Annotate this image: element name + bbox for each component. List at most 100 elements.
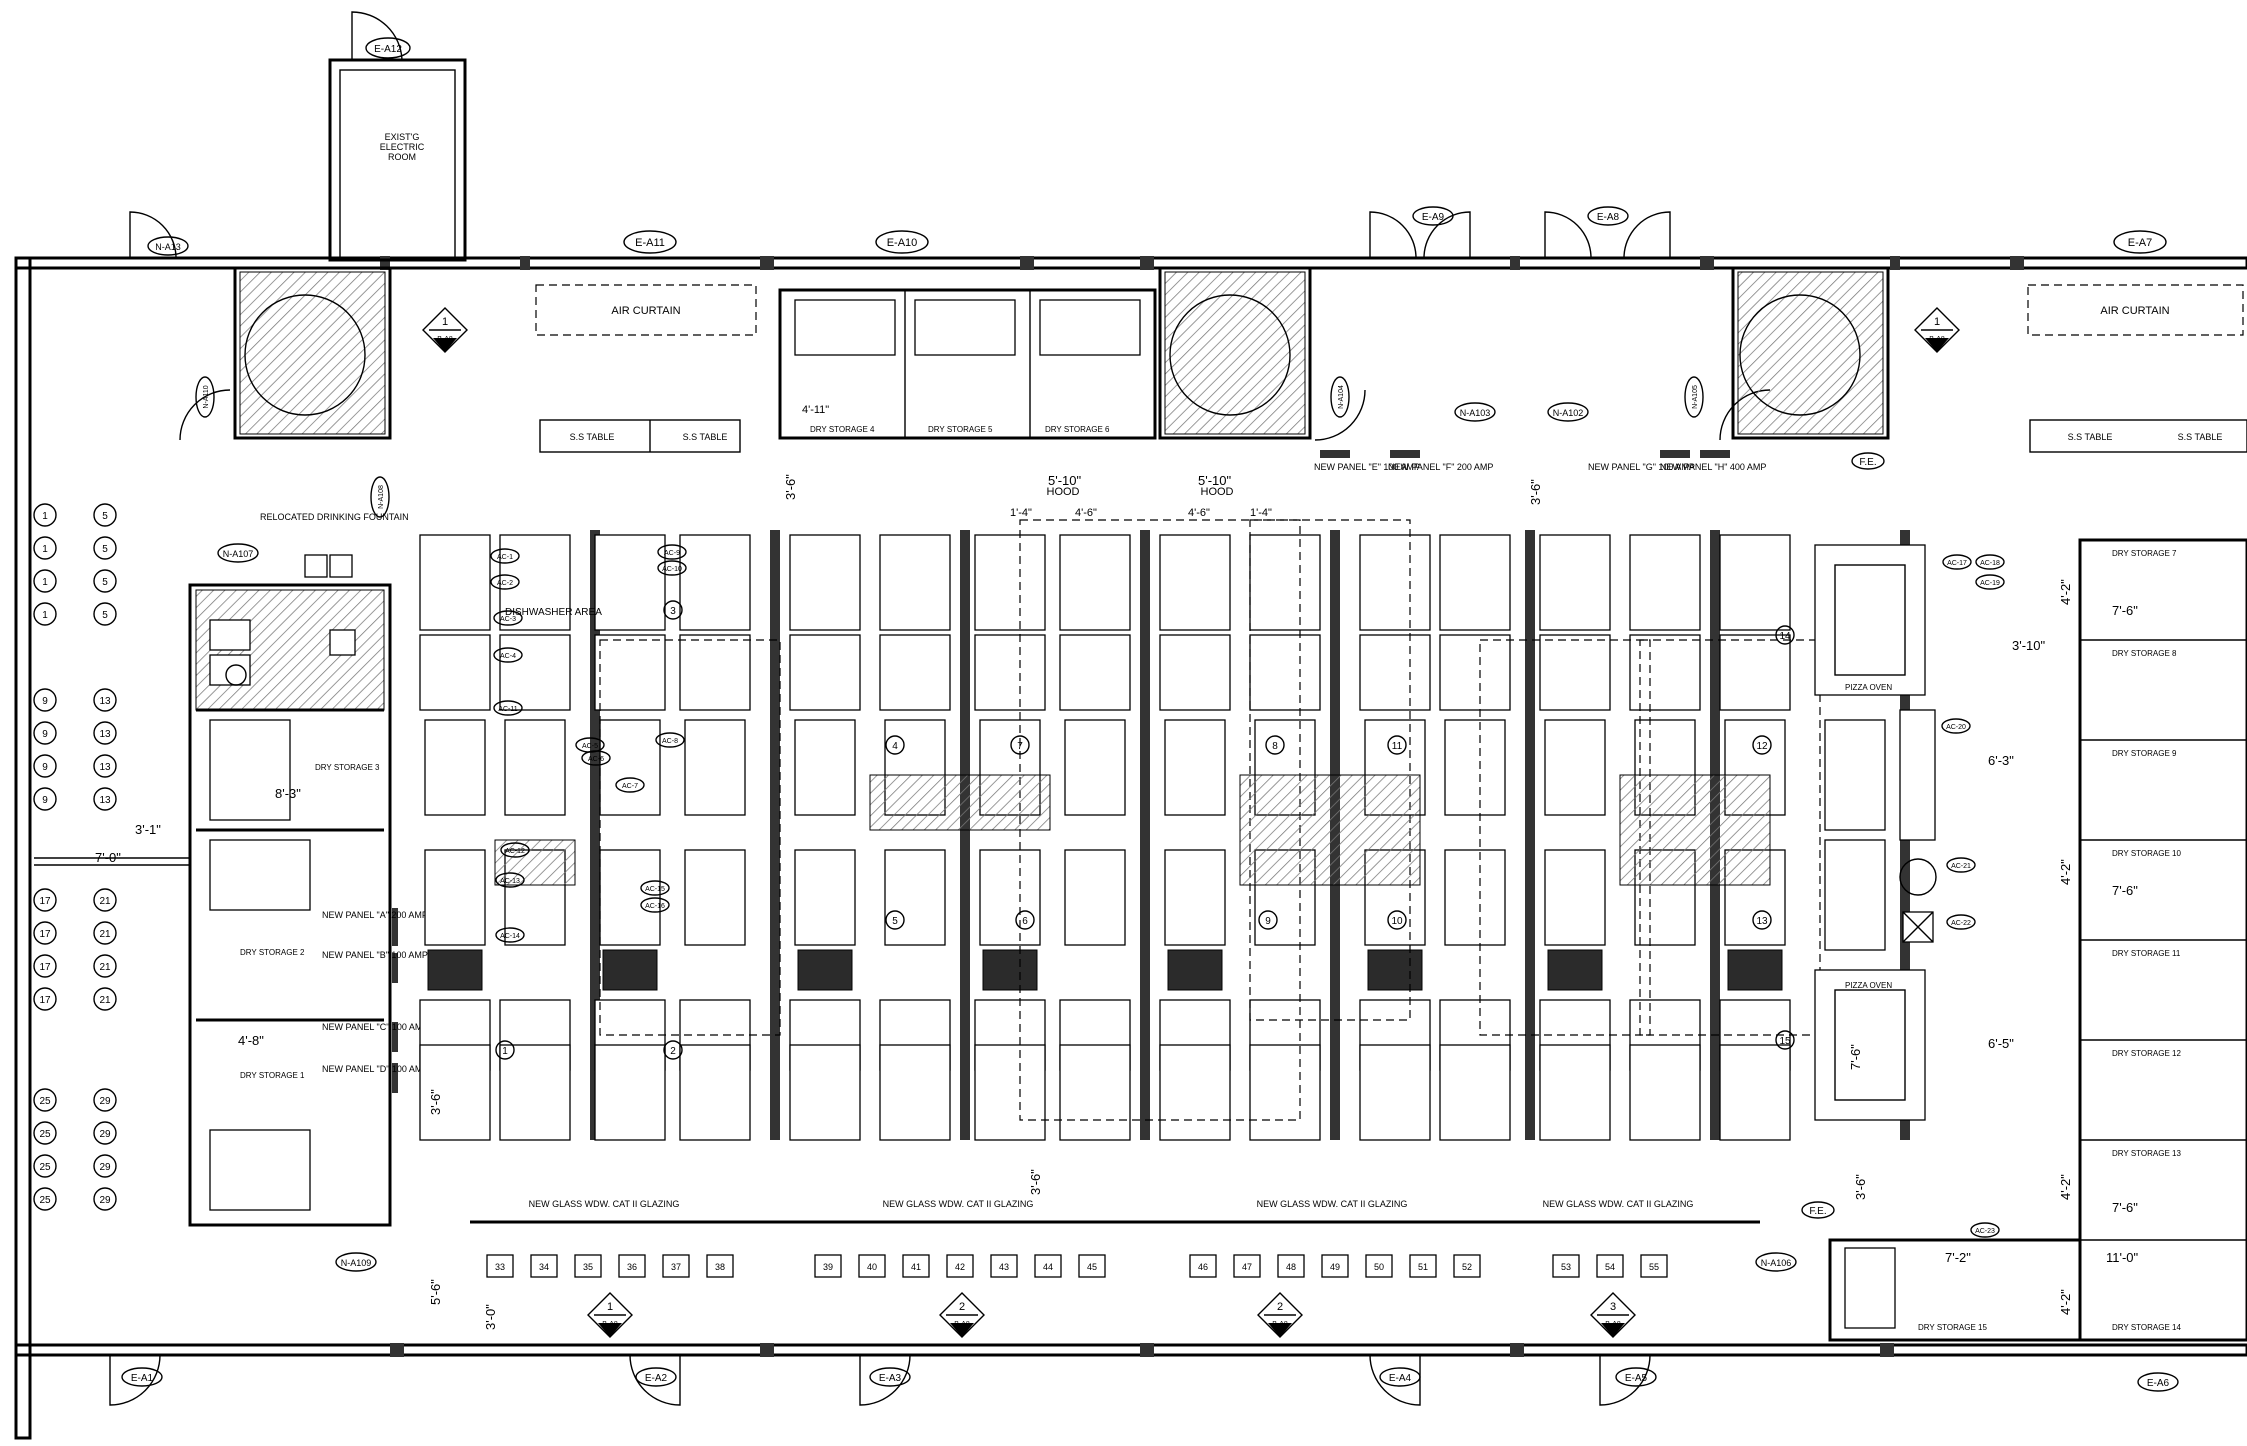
station-number: [885, 910, 905, 930]
locker-number: [93, 921, 117, 945]
locker-number: [93, 688, 117, 712]
locker-number-label: 21: [99, 896, 111, 907]
equipment-tag: [657, 544, 687, 560]
door-tag-e-a8: E-A8: [1597, 212, 1620, 223]
dim-3-1: 3'-1": [135, 822, 161, 837]
locker-number-label: 1: [42, 610, 48, 621]
locker-number: [33, 503, 57, 527]
dim-3-6-d: 3'-6": [1028, 1169, 1043, 1195]
station-number-label: 6: [1022, 916, 1028, 927]
station-number-label: 9: [1265, 916, 1271, 927]
station-number: [1387, 910, 1407, 930]
locker-number: [33, 1121, 57, 1145]
section-marker-number: 2: [959, 1301, 965, 1313]
station-number-label: 2: [670, 1046, 676, 1057]
locker-number: [93, 1154, 117, 1178]
equipment-tag: [1946, 857, 1976, 873]
equipment-tag: [1975, 554, 2005, 570]
section-marker: [1914, 307, 1960, 353]
dim-4-6-a: 4'-6": [1075, 507, 1097, 519]
refrigerator: [1629, 534, 1701, 631]
seat: [990, 1254, 1018, 1278]
equipment-tag-label: AC-18: [1980, 560, 2000, 567]
door-tag-e-a7: E-A7: [2128, 237, 2152, 249]
prep-table: [1719, 634, 1791, 711]
locker-number-label: 5: [102, 544, 108, 555]
equipment-tag-label: AC-20: [1946, 724, 1966, 731]
range: [1164, 849, 1226, 946]
station-number: [1752, 910, 1772, 930]
seat: [1189, 1254, 1217, 1278]
dim-3-0: 3'-0": [483, 1304, 498, 1330]
locker-number-label: 5: [102, 511, 108, 522]
section-marker-number: 2: [1277, 1301, 1283, 1313]
section-marker-sheet: B-A8: [954, 1321, 970, 1328]
station-number-label: 1: [502, 1046, 508, 1057]
refrigerator: [1539, 1044, 1611, 1141]
door-tag-e-a5: E-A5: [1625, 1373, 1648, 1384]
panel-a: NEW PANEL "A" 200 AMP: [322, 910, 428, 920]
prep-table: [1629, 634, 1701, 711]
griddle: [797, 949, 853, 991]
column: [1525, 530, 1535, 1140]
door-tag-n-a104: N-A104: [1338, 385, 1345, 409]
locker-number-label: 25: [39, 1096, 51, 1107]
section-marker-number: 1: [442, 316, 448, 328]
refrigerator: [1439, 534, 1511, 631]
station-number-label: 7: [1017, 741, 1023, 752]
prep-table: [1059, 634, 1131, 711]
electrical-panels: NEW PANEL "A" 200 AMP NEW PANEL "B" 100 …: [322, 450, 1766, 1093]
seat: [706, 1254, 734, 1278]
section-marker-sheet: B-A8: [602, 1321, 618, 1328]
section-marker-number: 1: [1934, 316, 1940, 328]
door-tag-n-a108: N-A108: [378, 485, 385, 509]
dim-7-6-c: 7'-6": [2112, 1200, 2138, 1215]
equipment-tag: [495, 927, 525, 943]
seat: [530, 1254, 558, 1278]
panel-b: NEW PANEL "B" 100 AMP: [322, 950, 428, 960]
prep-table: [1359, 634, 1431, 711]
panel-g: NEW PANEL "G" 100 AMP: [1588, 462, 1695, 472]
seat-number: 53: [1561, 1262, 1571, 1272]
seat-number: 51: [1418, 1262, 1428, 1272]
locker-number-label: 13: [99, 762, 111, 773]
section-marker: [939, 1292, 985, 1338]
equipment-tag: [581, 750, 611, 766]
locker-number: [93, 987, 117, 1011]
equipment-tag-label: AC-5: [582, 743, 598, 750]
prep-table: [499, 634, 571, 711]
seat-number: 55: [1649, 1262, 1659, 1272]
seat-number: 34: [539, 1262, 549, 1272]
locker-number-label: 9: [42, 795, 48, 806]
door-tag-n-a13: N-A13: [155, 242, 181, 252]
dry-storage-6: DRY STORAGE 6: [1045, 425, 1110, 434]
air-curtain-label-right: AIR CURTAIN: [2100, 305, 2169, 317]
ss-table-1: S.S TABLE: [570, 432, 615, 442]
door-tag-n-a107: N-A107: [223, 549, 254, 559]
ss-table-2: S.S TABLE: [683, 432, 728, 442]
locker-number-label: 5: [102, 577, 108, 588]
dim-5-10-a: 5'-10": [1048, 473, 1082, 488]
seat-number: 54: [1605, 1262, 1615, 1272]
locker-number: [33, 787, 57, 811]
refrigerator: [1719, 1044, 1791, 1141]
equipment-tag: [655, 732, 685, 748]
ss-table-4: S.S TABLE: [2178, 432, 2223, 442]
locker-number: [93, 1187, 117, 1211]
locker-number-label: 17: [39, 896, 51, 907]
equipment-tag: [1942, 554, 1972, 570]
locker-number-label: 1: [42, 511, 48, 522]
section-marker: [1590, 1292, 1636, 1338]
equipment-tag: [490, 548, 520, 564]
seat-number: 42: [955, 1262, 965, 1272]
clear-floor-zone: [1619, 774, 1771, 886]
locker-number: [93, 787, 117, 811]
prep-table: [789, 634, 861, 711]
range: [424, 849, 486, 946]
locker-number-label: 17: [39, 962, 51, 973]
glazing-label-3: NEW GLASS WDW. CAT II GLAZING: [1257, 1199, 1408, 1209]
locker-number: [93, 954, 117, 978]
station-number-label: 14: [1779, 631, 1791, 642]
clear-floor-zone: [1239, 774, 1421, 886]
